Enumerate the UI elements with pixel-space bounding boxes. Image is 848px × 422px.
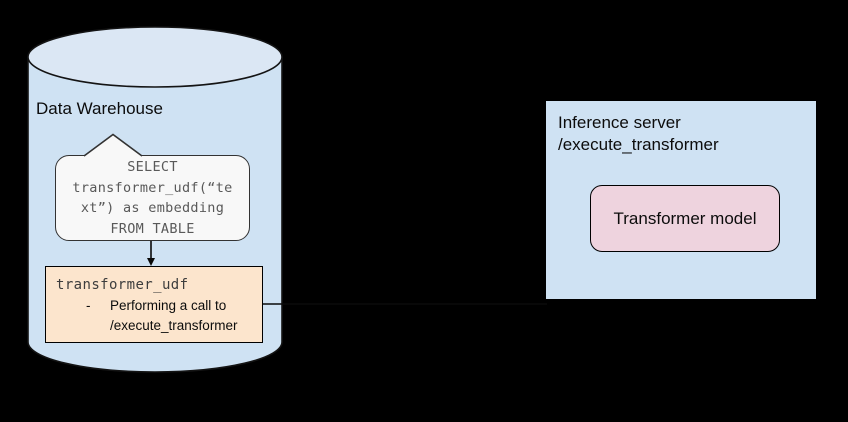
inference-server-title-line1: Inference server: [558, 113, 681, 132]
callout-pointer-icon: [83, 133, 143, 158]
data-warehouse-cylinder-top: [27, 26, 283, 88]
udf-bullet-list: - Performing a call to /execute_transfor…: [86, 296, 252, 336]
transformer-udf-box: transformer_udf - Performing a call to /…: [45, 266, 263, 343]
sql-query-callout: SELECT transformer_udf(“te xt”) as embed…: [55, 155, 250, 241]
transformer-model-label: Transformer model: [613, 208, 757, 228]
sql-line: FROM TABLE: [110, 220, 195, 237]
udf-title: transformer_udf: [56, 277, 189, 293]
sql-line: SELECT: [127, 159, 178, 175]
inference-server-title-line2: /execute_transformer: [558, 135, 719, 154]
bullet-dash: -: [86, 298, 91, 313]
transformer-model-box: Transformer model: [590, 185, 780, 252]
data-warehouse-label: Data Warehouse: [36, 99, 163, 118]
sql-line: transformer_udf(“te: [72, 179, 233, 196]
udf-bullet-text-line2: /execute_transformer: [110, 318, 238, 333]
sql-line: xt”) as embedding: [80, 200, 225, 216]
udf-bullet-text-line1: Performing a call to: [110, 298, 227, 313]
